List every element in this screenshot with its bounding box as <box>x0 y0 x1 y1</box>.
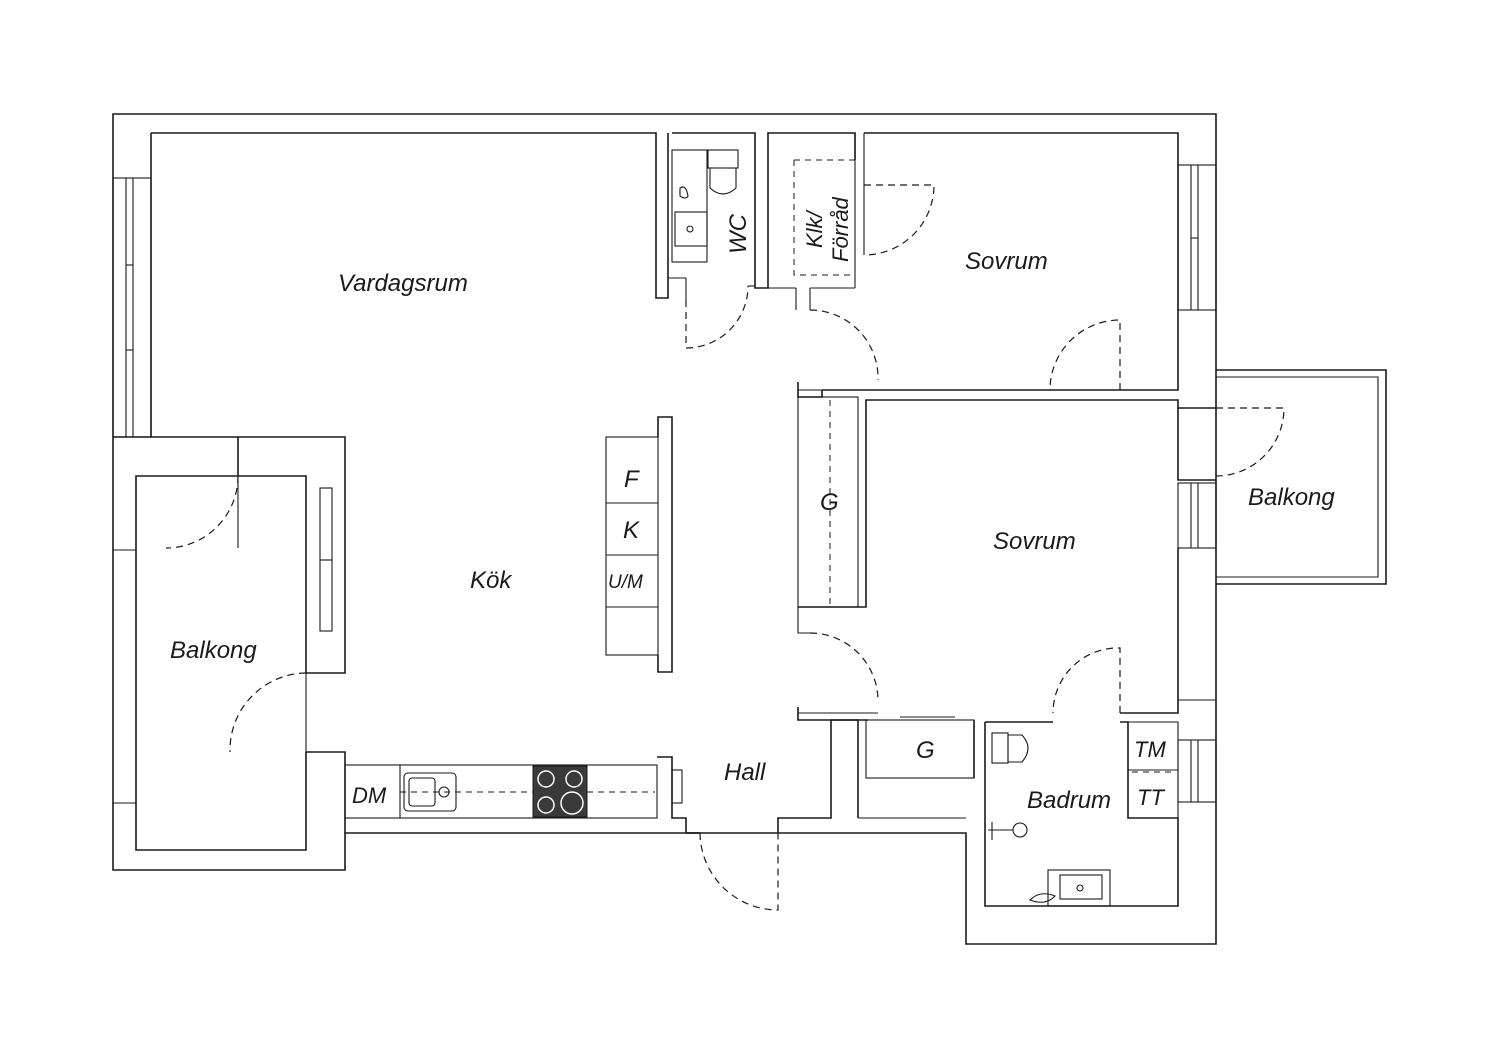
label-closet-2: Förråd <box>828 196 853 262</box>
kitchen-counter <box>344 756 687 833</box>
label-kok: Kök <box>470 567 513 594</box>
balcony-left <box>113 436 346 851</box>
label-wardrobe-2: G <box>916 737 935 764</box>
label-dishwasher: DM <box>352 783 387 808</box>
label-sovrum-1: Sovrum <box>965 248 1048 275</box>
shower-icon <box>988 822 1028 840</box>
sink-icon <box>1029 869 1111 907</box>
stove-icon <box>532 765 588 818</box>
label-vardagsrum: Vardagsrum <box>338 270 468 297</box>
bathroom <box>973 720 1217 907</box>
label-washer: TM <box>1134 737 1166 762</box>
bedroom-2 <box>1052 408 1217 714</box>
closet-room <box>768 133 935 381</box>
label-freezer: K <box>623 517 640 544</box>
label-fridge: F <box>624 466 640 493</box>
toilet-icon <box>991 732 1029 764</box>
balcony-right <box>1215 369 1387 585</box>
kitchen-column <box>605 416 673 673</box>
wc-room <box>668 149 755 349</box>
entrance-door <box>686 719 966 911</box>
label-closet-1: Klk/ <box>802 209 827 248</box>
sink-icon <box>674 186 708 247</box>
toilet-icon <box>707 149 739 195</box>
label-badrum: Badrum <box>1027 787 1111 814</box>
label-wc: WC <box>725 213 752 254</box>
label-balkong-left: Balkong <box>170 637 257 664</box>
sink-icon <box>403 772 457 812</box>
label-dryer: TT <box>1137 785 1165 810</box>
label-balkong-right: Balkong <box>1248 484 1335 511</box>
label-sovrum-2: Sovrum <box>993 528 1076 555</box>
label-wardrobe-1: G <box>820 489 839 516</box>
wardrobe-hall <box>797 382 1216 721</box>
bedroom-1 <box>797 164 1217 391</box>
label-oven: U/M <box>608 572 643 593</box>
window-icon <box>112 177 152 438</box>
label-hall: Hall <box>724 759 766 786</box>
room-labels: Vardagsrum Kök Hall WC Klk/ Förråd Sovru… <box>170 196 1335 814</box>
